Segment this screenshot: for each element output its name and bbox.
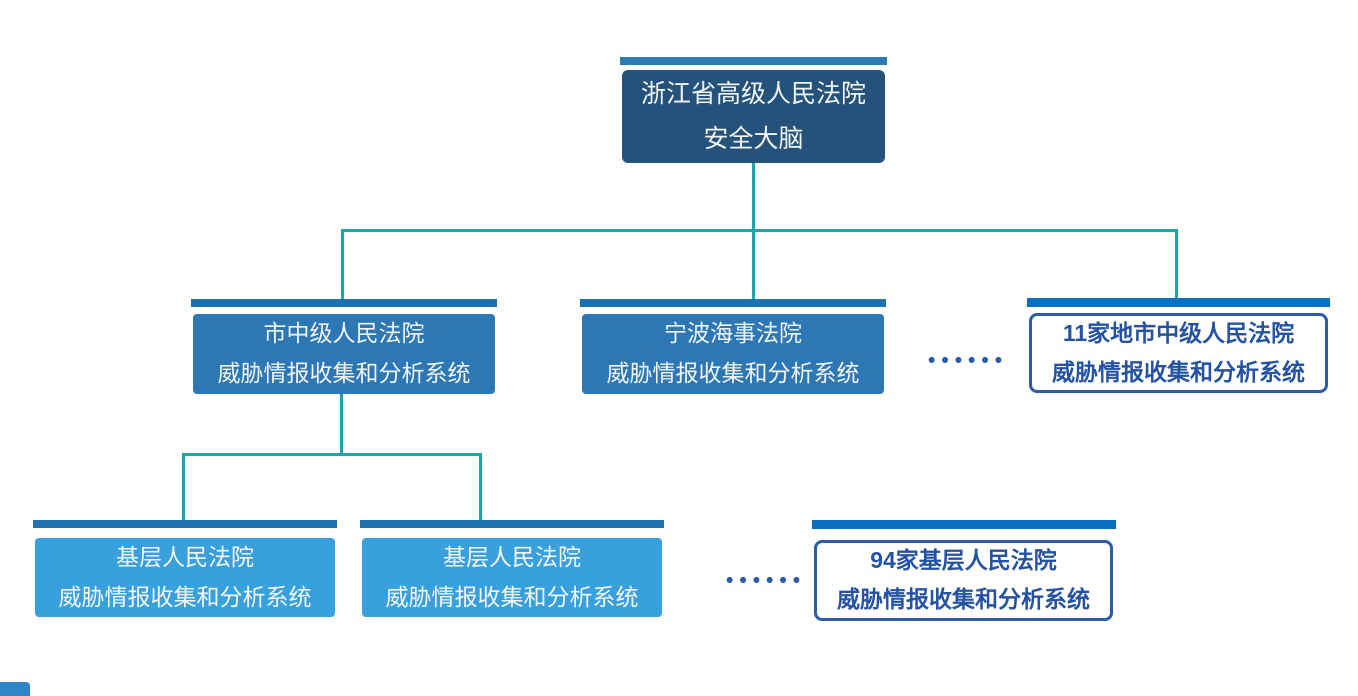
node-basic-court-2: 基层人民法院 威胁情报收集和分析系统 bbox=[362, 538, 662, 617]
node-title-line: 基层人民法院 bbox=[443, 543, 581, 570]
node-title-line: 浙江省高级人民法院 bbox=[640, 80, 866, 108]
node-intermediate-court: 市中级人民法院 威胁情报收集和分析系统 bbox=[193, 314, 495, 394]
node-title-line: 市中级人民法院 bbox=[263, 320, 425, 347]
connector-level3-horizontal bbox=[182, 453, 482, 456]
connector-level3-drop-right bbox=[479, 453, 482, 520]
node-subtitle-line: 威胁情报收集和分析系统 bbox=[58, 583, 312, 610]
node-title-line: 宁波海事法院 bbox=[664, 320, 802, 347]
node-title-line: 基层人民法院 bbox=[116, 543, 254, 570]
base-more-accent-bar bbox=[812, 520, 1116, 529]
node-subtitle-line: 威胁情报收集和分析系统 bbox=[837, 586, 1090, 612]
connector-level2-drop-right bbox=[1175, 229, 1178, 299]
mid-more-accent-bar bbox=[1027, 298, 1330, 307]
node-94-basic-courts: 94家基层人民法院 威胁情报收集和分析系统 bbox=[814, 540, 1113, 621]
node-subtitle-line: 威胁情报收集和分析系统 bbox=[385, 583, 639, 610]
connector-level3-drop-left bbox=[182, 453, 185, 520]
ellipsis-dots-level3: •••••• bbox=[726, 569, 807, 592]
mid-left-accent-bar bbox=[191, 299, 497, 307]
node-subtitle-line: 威胁情报收集和分析系统 bbox=[1052, 358, 1305, 385]
node-title-line: 11家地市中级人民法院 bbox=[1062, 319, 1295, 346]
ellipsis-dots-level2: •••••• bbox=[928, 349, 1009, 372]
corner-decoration-chip bbox=[0, 682, 30, 696]
node-title-line: 94家基层人民法院 bbox=[870, 547, 1057, 574]
node-subtitle-line: 威胁情报收集和分析系统 bbox=[606, 360, 860, 386]
mid-center-accent-bar bbox=[580, 299, 886, 307]
connector-midleft-down bbox=[340, 394, 343, 455]
root-node-accent-bar bbox=[620, 57, 887, 65]
base-center-accent-bar bbox=[360, 520, 664, 528]
connector-level2-drop-left bbox=[341, 229, 344, 299]
connector-root-down bbox=[752, 163, 755, 231]
node-subtitle-line: 威胁情报收集和分析系统 bbox=[217, 360, 471, 386]
node-ningbo-maritime-court: 宁波海事法院 威胁情报收集和分析系统 bbox=[582, 314, 884, 394]
connector-level2-drop-center bbox=[752, 229, 755, 299]
node-provincial-high-court: 浙江省高级人民法院 安全大脑 bbox=[622, 70, 885, 163]
base-left-accent-bar bbox=[33, 520, 337, 528]
node-subtitle-line: 安全大脑 bbox=[703, 125, 804, 153]
connector-level2-horizontal bbox=[341, 229, 1178, 232]
node-11-intermediate-courts: 11家地市中级人民法院 威胁情报收集和分析系统 bbox=[1029, 313, 1328, 393]
node-basic-court-1: 基层人民法院 威胁情报收集和分析系统 bbox=[35, 538, 335, 617]
